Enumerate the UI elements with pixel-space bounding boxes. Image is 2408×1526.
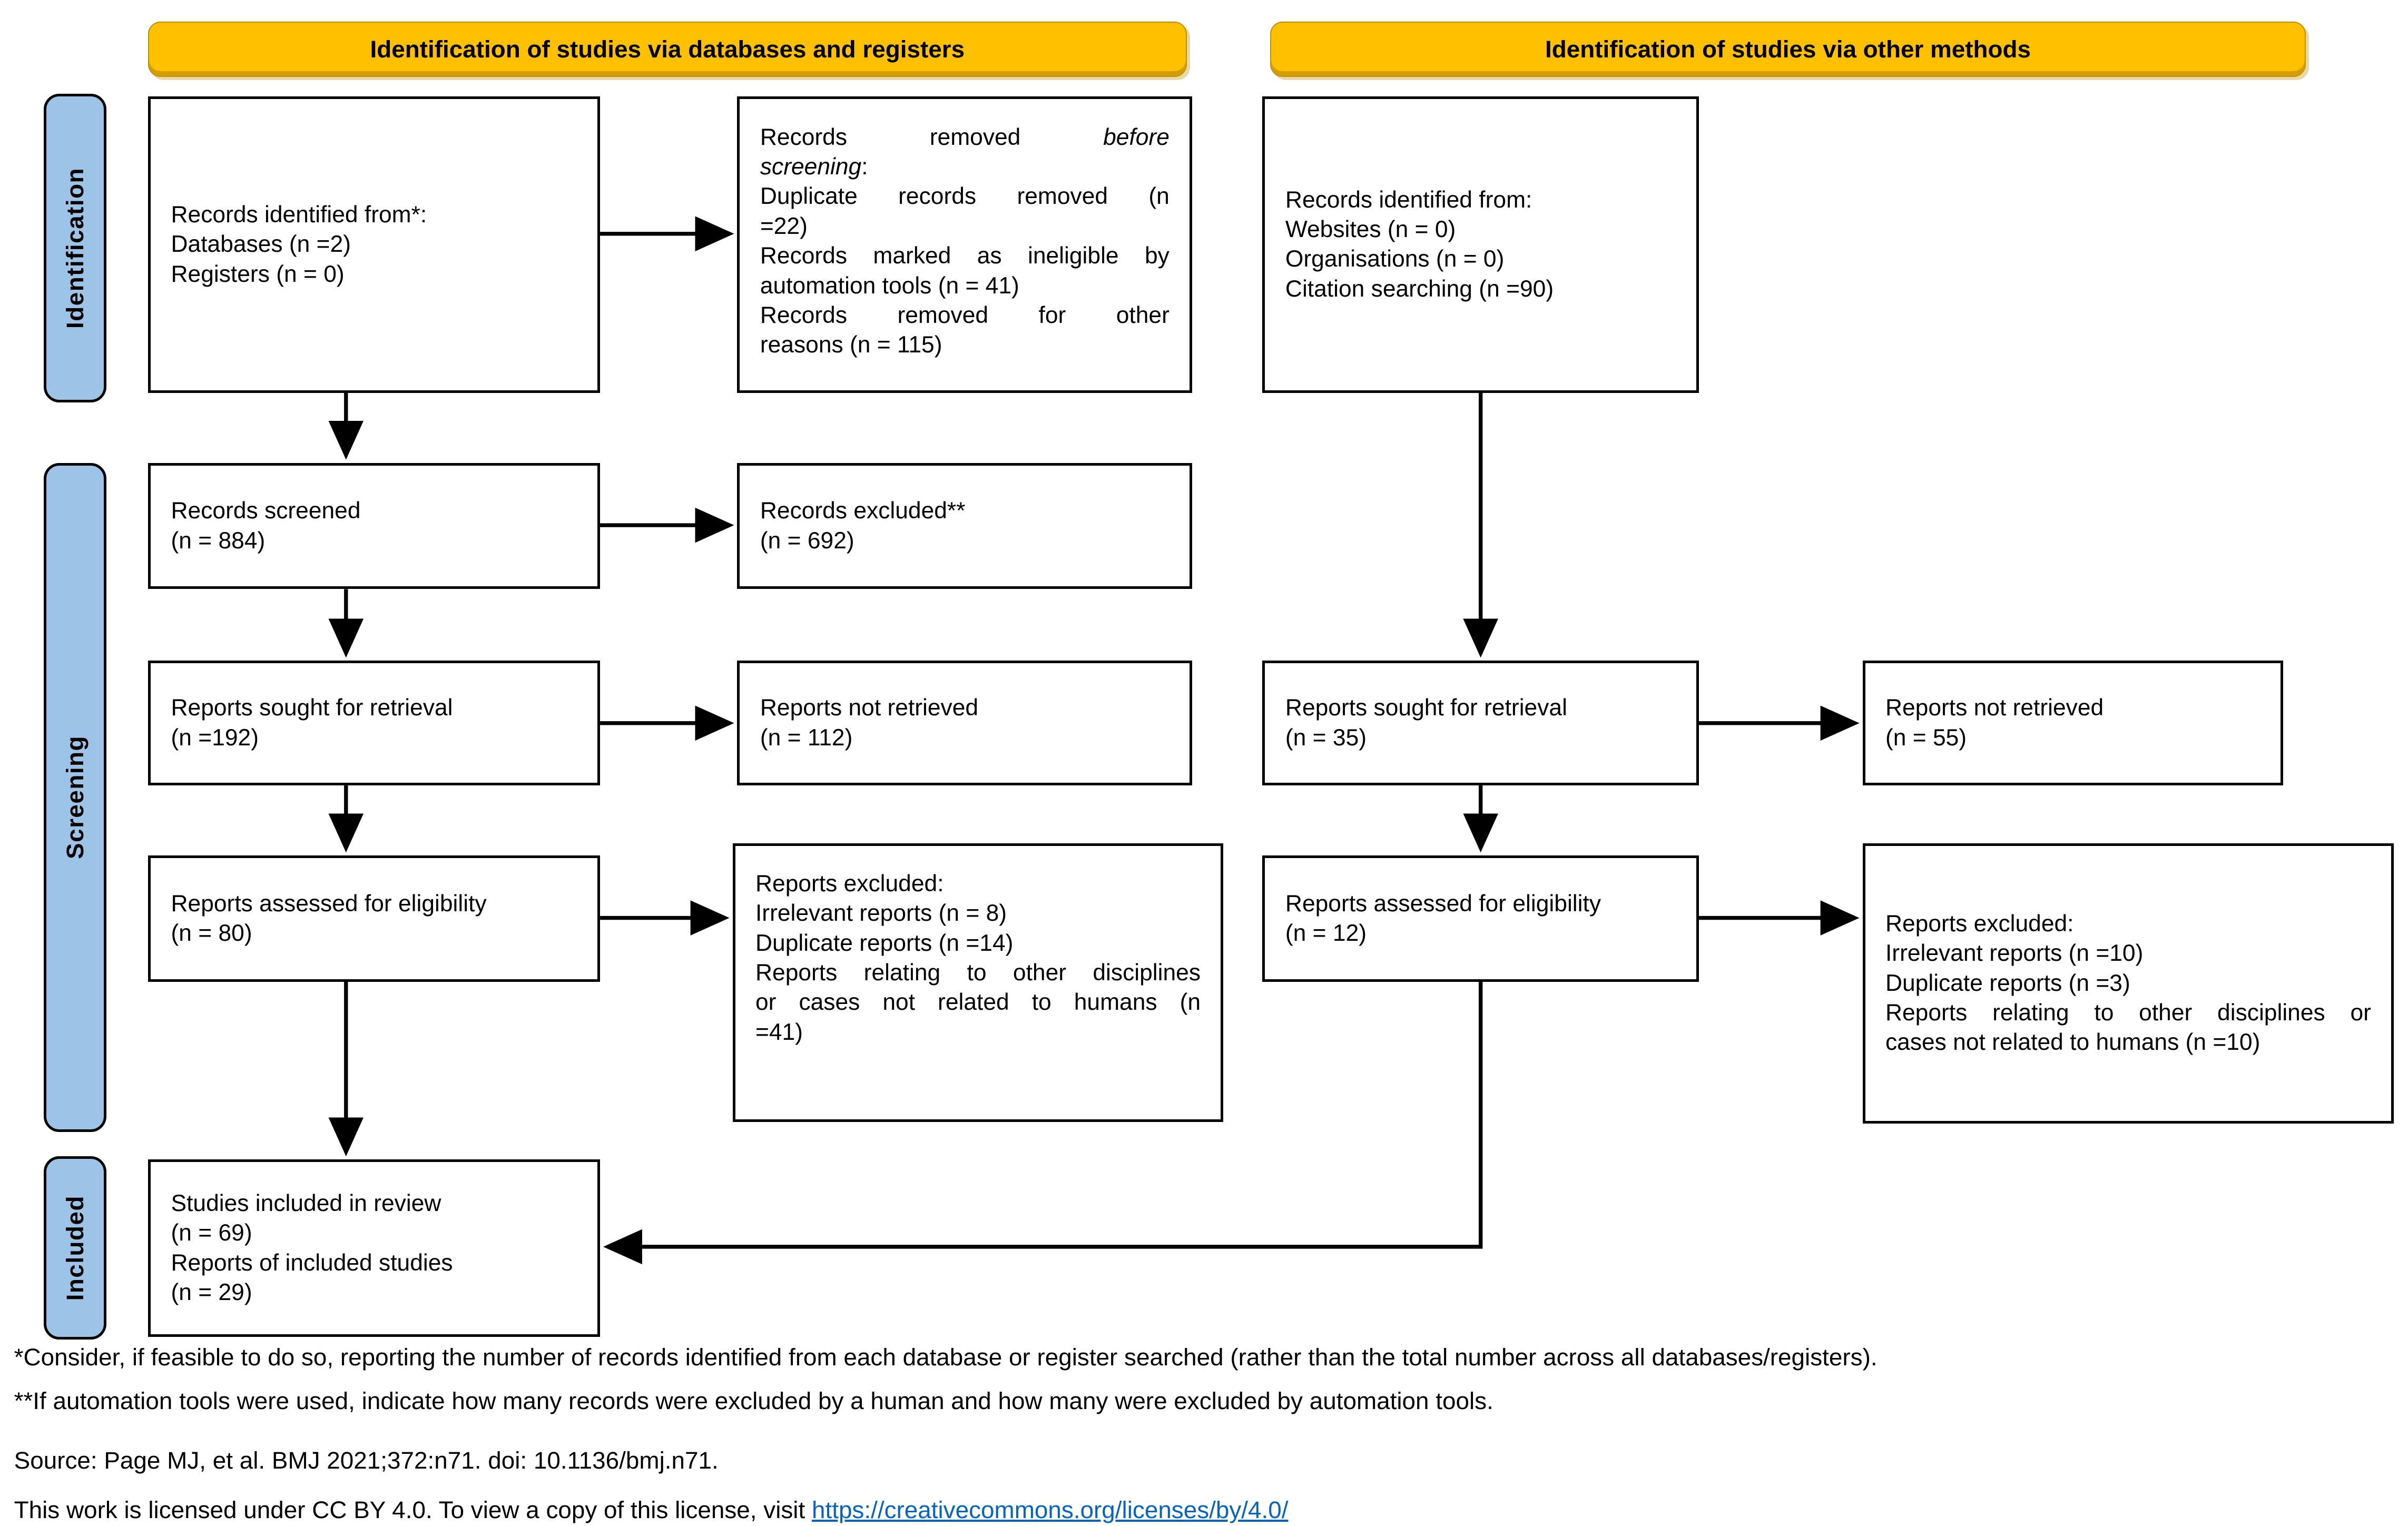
line: Reports relating to other disciplines or [1885, 1000, 2371, 1026]
line: Records marked as ineligible by [760, 243, 1169, 269]
box-reports-excluded-other: Reports excluded: Irrelevant reports (n … [1862, 843, 2394, 1124]
line: Databases (n =2) [171, 231, 351, 258]
line: Websites (n = 0) [1285, 216, 1456, 243]
box-records-identified-databases: Records identified from*: Databases (n =… [148, 96, 601, 393]
line: Duplicate reports (n =14) [755, 930, 1014, 956]
line: Organisations (n = 0) [1285, 246, 1505, 272]
line: cases not related to humans (n =10) [1885, 1029, 2260, 1056]
box-records-removed-before-screening: Records removed before screening: Duplic… [737, 96, 1193, 393]
line: (n = 69) [171, 1220, 252, 1246]
footnote-asterisk: *Consider, if feasible to do so, reporti… [14, 1343, 1878, 1371]
line: Records screened [171, 498, 361, 524]
line: Records removed for other [760, 302, 1169, 328]
line: (n = 112) [760, 724, 853, 751]
line: Reports excluded: [1885, 911, 2074, 937]
line: Registers (n = 0) [171, 261, 345, 287]
line: (n = 692) [760, 527, 854, 554]
line: Records excluded** [760, 498, 966, 524]
phase-label-screening: Screening [61, 735, 89, 860]
box-studies-included: Studies included in review (n = 69) Repo… [148, 1159, 601, 1337]
phase-tab-included: Included [43, 1156, 107, 1340]
footnote-double-asterisk: **If automation tools were used, indicat… [14, 1387, 1493, 1415]
phase-tab-identification: Identification [43, 93, 107, 403]
phase-label-identification: Identification [61, 167, 89, 329]
line: Reports sought for retrieval [171, 695, 453, 721]
line: (n = 35) [1285, 724, 1367, 751]
line: Studies included in review [171, 1190, 441, 1217]
box-reports-assessed-databases: Reports assessed for eligibility (n = 80… [148, 855, 601, 982]
line: Irrelevant reports (n = 8) [755, 900, 1007, 927]
line: Records removed before [760, 124, 1169, 150]
line: (n = 29) [171, 1279, 252, 1306]
line: Reports relating to other disciplines [755, 960, 1201, 986]
line: (n =192) [171, 724, 259, 751]
line: Records identified from*: [171, 201, 427, 228]
line: Reports assessed for eligibility [171, 890, 487, 917]
phase-tab-screening: Screening [43, 462, 107, 1133]
line: Irrelevant reports (n =10) [1885, 940, 2144, 967]
source-citation: Source: Page MJ, et al. BMJ 2021;372:n71… [14, 1446, 719, 1474]
line: =22) [760, 213, 808, 239]
line: Reports not retrieved [1885, 695, 2104, 721]
line: Reports not retrieved [760, 695, 979, 721]
line: =41) [755, 1019, 803, 1045]
line: Reports assessed for eligibility [1285, 890, 1601, 917]
box-reports-sought-other: Reports sought for retrieval (n = 35) [1262, 661, 1699, 786]
box-reports-sought-databases: Reports sought for retrieval (n =192) [148, 661, 601, 786]
phase-label-included: Included [61, 1195, 89, 1301]
box-records-screened: Records screened (n = 884) [148, 462, 601, 589]
line: Reports sought for retrieval [1285, 695, 1567, 721]
line: (n = 12) [1285, 920, 1367, 947]
box-reports-not-retrieved-databases: Reports not retrieved (n = 112) [737, 661, 1193, 786]
line: Citation searching (n =90) [1285, 275, 1554, 302]
cc-license-link[interactable]: https://creativecommons.org/licenses/by/… [811, 1496, 1289, 1524]
license-text: This work is licensed under CC BY 4.0. T… [14, 1496, 812, 1524]
line: Duplicate records removed (n [760, 183, 1169, 210]
line: Reports of included studies [171, 1249, 453, 1276]
line: (n = 55) [1885, 724, 1967, 751]
banner-right-label: Identification of studies via other meth… [1545, 35, 2031, 63]
banner-other-methods: Identification of studies via other meth… [1270, 22, 2306, 77]
line: Reports excluded: [755, 870, 944, 897]
line: reasons (n = 115) [760, 332, 942, 358]
line: Duplicate reports (n =3) [1885, 970, 2130, 996]
line: (n = 80) [171, 920, 252, 947]
box-reports-assessed-other: Reports assessed for eligibility (n = 12… [1262, 855, 1699, 982]
license-line: This work is licensed under CC BY 4.0. T… [14, 1496, 1289, 1524]
box-records-identified-other: Records identified from: Websites (n = 0… [1262, 96, 1699, 393]
line: screening: [760, 154, 868, 180]
line: Records identified from: [1285, 186, 1532, 213]
banner-databases-registers: Identification of studies via databases … [148, 22, 1187, 77]
line: automation tools (n = 41) [760, 272, 1019, 299]
box-reports-excluded-databases: Reports excluded: Irrelevant reports (n … [732, 843, 1224, 1123]
box-reports-not-retrieved-other: Reports not retrieved (n = 55) [1862, 661, 2284, 786]
line: or cases not related to humans (n [755, 989, 1201, 1016]
line: (n = 884) [171, 527, 266, 554]
banner-left-label: Identification of studies via databases … [370, 35, 965, 63]
box-records-excluded: Records excluded** (n = 692) [737, 462, 1193, 589]
